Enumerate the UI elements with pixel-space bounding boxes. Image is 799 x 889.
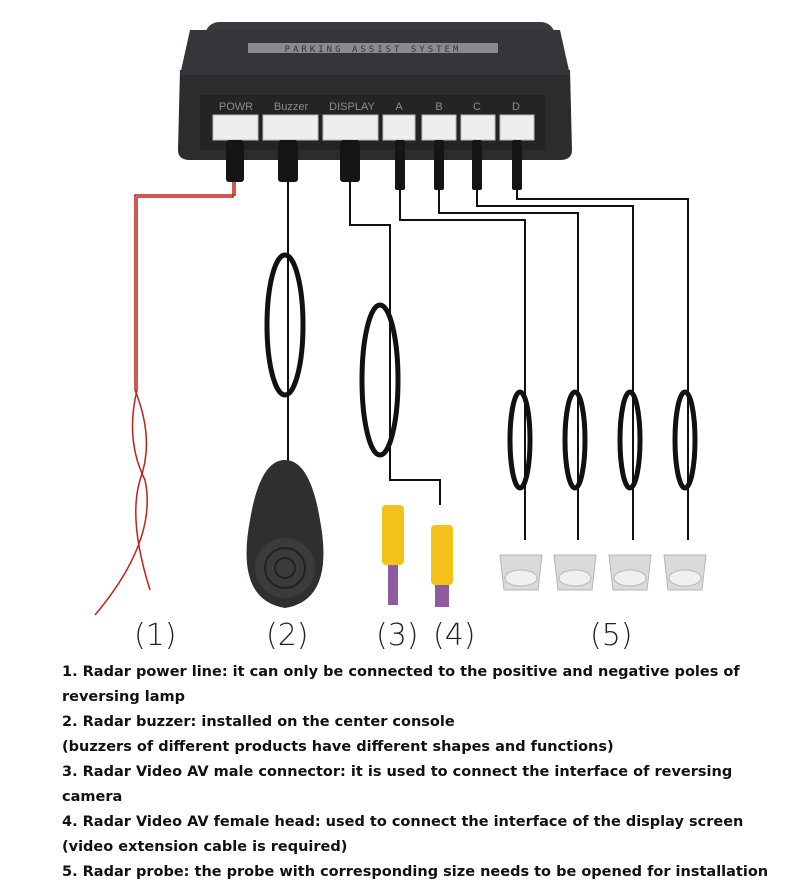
port-labels: POWR Buzzer DISPLAY A B C D xyxy=(219,101,520,113)
note-line: 2. Radar buzzer: installed on the center… xyxy=(62,714,455,730)
note-line: (buzzers of different products have diff… xyxy=(62,739,614,755)
parking-sensor-diagram: PARKING ASSIST SYSTEM POWR Buzzer DISPLA… xyxy=(94,22,707,616)
note-line: reversing lamp xyxy=(62,689,186,705)
callout-1: (1) xyxy=(134,618,177,653)
callout-5: (5) xyxy=(590,618,633,653)
ports xyxy=(212,114,535,141)
callout-2: (2) xyxy=(266,618,309,653)
plugs xyxy=(226,140,522,190)
port-label-a: A xyxy=(395,101,403,113)
cables xyxy=(287,182,689,540)
panel-text: PARKING ASSIST SYSTEM xyxy=(285,45,462,55)
cable-coils xyxy=(264,252,698,491)
note-line: 4. Radar Video AV female head: used to c… xyxy=(62,814,744,830)
note-line: 1. Radar power line: it can only be conn… xyxy=(62,664,740,680)
note-line: 5. Radar probe: the probe with correspon… xyxy=(62,864,769,880)
port-label-display: DISPLAY xyxy=(329,101,375,113)
port-label-c: C xyxy=(473,101,481,113)
rca-connectors xyxy=(382,505,453,607)
sensor-probes xyxy=(499,554,707,591)
port-label-b: B xyxy=(435,101,442,113)
callout-4: (4) xyxy=(433,618,476,653)
port-label-buzzer: Buzzer xyxy=(274,101,309,113)
note-line: camera xyxy=(62,789,123,805)
component-notes: 1. Radar power line: it can only be conn… xyxy=(62,660,792,885)
port-label-powr: POWR xyxy=(219,101,253,113)
note-line: (video extension cable is required) xyxy=(62,839,348,855)
port-label-d: D xyxy=(512,101,520,113)
power-wire xyxy=(94,182,236,616)
note-line: 3. Radar Video AV male connector: it is … xyxy=(62,764,733,780)
buzzer xyxy=(246,460,324,608)
callout-3: (3) xyxy=(376,618,419,653)
